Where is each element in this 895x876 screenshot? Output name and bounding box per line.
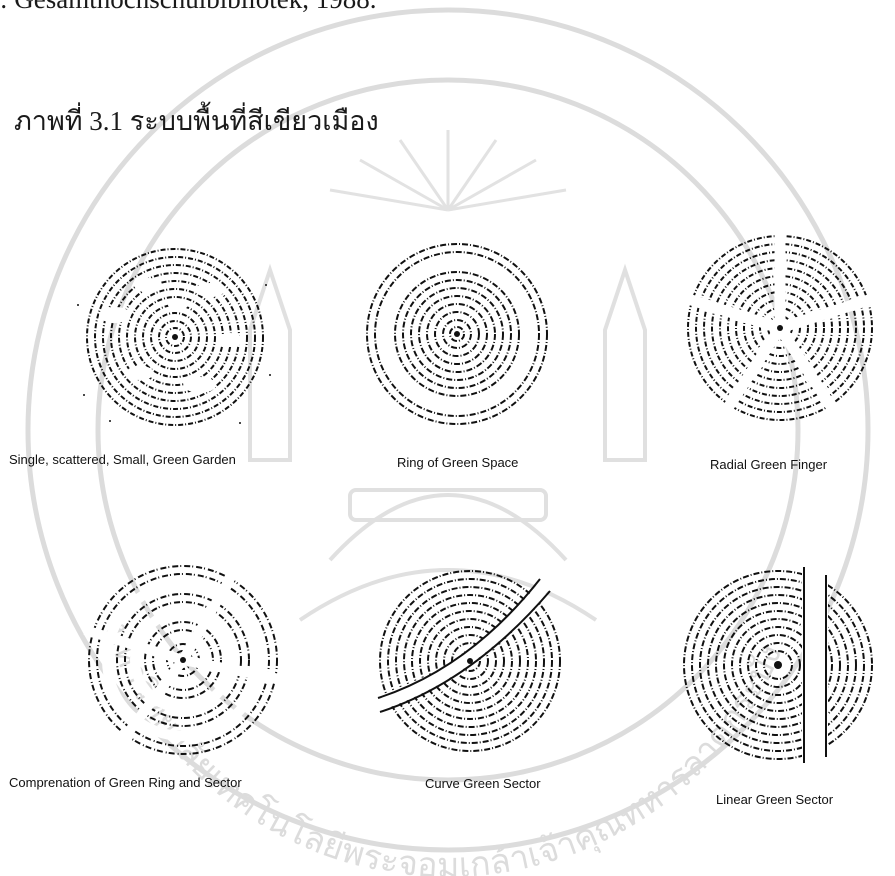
reference-line: : Gesamthochschulbibliotek, 1988. <box>0 0 376 15</box>
figure-title: ภาพที่ 3.1 ระบบพื้นที่สีเขียวเมือง <box>14 99 379 142</box>
diagram-curve-green-sector <box>370 565 570 760</box>
diagram-radial-green-finger <box>675 230 885 430</box>
caption-combination-ring-and-sector: Comprenation of Green Ring and Sector <box>9 775 242 790</box>
diagram-ring-of-green-space <box>355 240 560 435</box>
caption-linear-green-sector: Linear Green Sector <box>716 792 833 807</box>
caption-ring-of-green-space: Ring of Green Space <box>397 455 518 470</box>
diagram-single-scattered-garden <box>70 245 280 435</box>
caption-single-scattered-garden: Single, scattered, Small, Green Garden <box>9 452 236 467</box>
caption-radial-green-finger: Radial Green Finger <box>710 457 827 472</box>
diagram-combination-ring-and-sector <box>75 560 295 760</box>
caption-curve-green-sector: Curve Green Sector <box>425 776 541 791</box>
diagram-linear-green-sector <box>680 565 890 765</box>
